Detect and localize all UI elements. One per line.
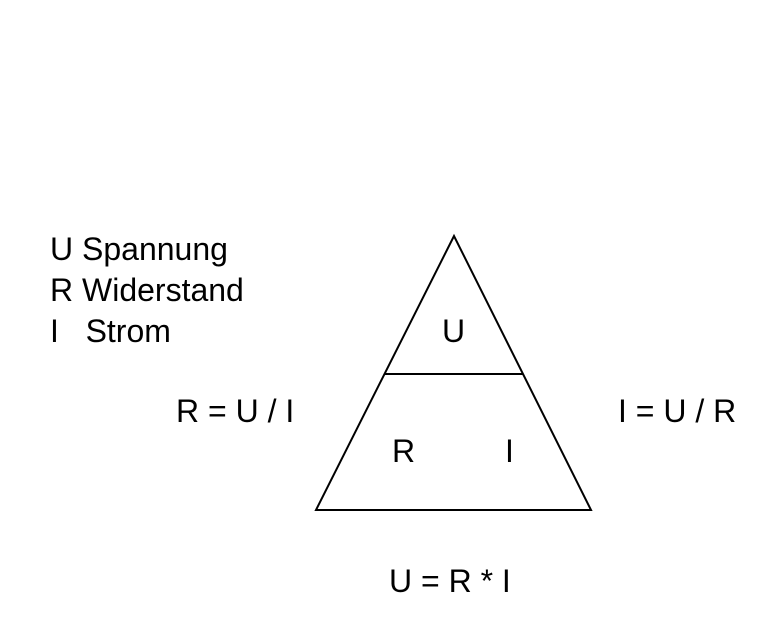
legend-voltage: U Spannung bbox=[50, 231, 228, 267]
legend-resistance: R Widerstand bbox=[50, 272, 244, 308]
formula-voltage: U = R * I bbox=[389, 563, 511, 599]
legend-current: I Strom bbox=[50, 313, 171, 349]
triangle-label-resistance: R bbox=[392, 433, 416, 469]
triangle-label-current: I bbox=[505, 433, 514, 469]
formula-current: I = U / R bbox=[618, 393, 737, 429]
formula-resistance: R = U / I bbox=[176, 393, 295, 429]
triangle-label-voltage: U bbox=[442, 313, 466, 349]
